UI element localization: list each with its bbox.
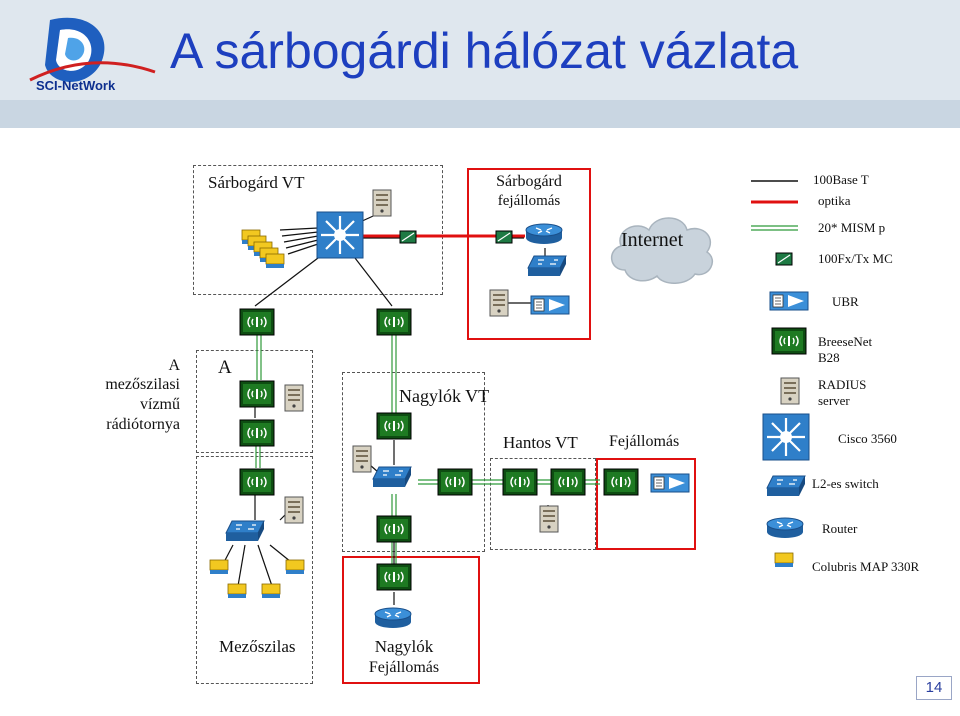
tower-label-4: rádiótornya [106, 416, 180, 433]
sarbogard-vt-label: Sárbogárd VT [208, 173, 305, 192]
sarbogard-fejallomas-label-2: fejállomás [497, 193, 561, 209]
legend-base-t: 100Base T [813, 172, 869, 187]
legend-breezenet-1: BreeseNet [818, 334, 873, 349]
tower-label-2: mezőszilasi [105, 376, 180, 393]
legend-ubr: UBR [832, 294, 859, 309]
nagylok-vt-box [342, 372, 485, 552]
mezoszilas-box [196, 456, 313, 684]
nagylok-label-1: Nagylók [374, 637, 434, 656]
nagylok-label-2: Fejállomás [368, 659, 440, 676]
page-number: 14 [916, 676, 952, 700]
legend-cisco: Cisco 3560 [838, 431, 897, 446]
hantos-vt-box [490, 458, 596, 550]
internet-label: Internet [621, 229, 684, 251]
legend-l2-switch: L2-es switch [812, 476, 879, 491]
sci-network-logo [29, 17, 156, 82]
legend-colubris: Colubris MAP 330R [812, 559, 920, 574]
nagylok-vt-label: Nagylók VT [399, 386, 490, 406]
hantos-vt-label: Hantos VT [503, 433, 578, 452]
legend-breezenet-2: B28 [818, 350, 840, 365]
logo-text: SCI-NetWork [36, 78, 116, 93]
slide-title: A sárbogárdi hálózat vázlata [170, 23, 799, 79]
legend-radius-2: server [818, 393, 850, 408]
internet-cloud [611, 217, 713, 284]
sarbogard-vt-box [193, 165, 443, 295]
legend-router: Router [822, 521, 858, 536]
a-box-label: A [218, 357, 232, 378]
legend-mism: 20* MISM p [818, 220, 886, 235]
sarbogard-fejallomas-box [467, 168, 591, 340]
legend-fx-tx: 100Fx/Tx MC [818, 251, 893, 266]
header-band [0, 100, 960, 128]
mezoszilas-label: Mezőszilas [219, 637, 296, 656]
tower-label-1: A [168, 357, 180, 374]
tower-label-3: vízmű [140, 396, 180, 413]
a-box [196, 350, 313, 453]
sarbogard-fejallomas-label-1: Sárbogárd [496, 173, 562, 190]
legend-radius-1: RADIUS [818, 377, 867, 392]
legend-optika: optika [818, 193, 851, 208]
fejallomas-label: Fejállomás [609, 433, 680, 450]
fejallomas-box [596, 458, 696, 550]
nagylok-fejallomas-box [342, 556, 480, 684]
